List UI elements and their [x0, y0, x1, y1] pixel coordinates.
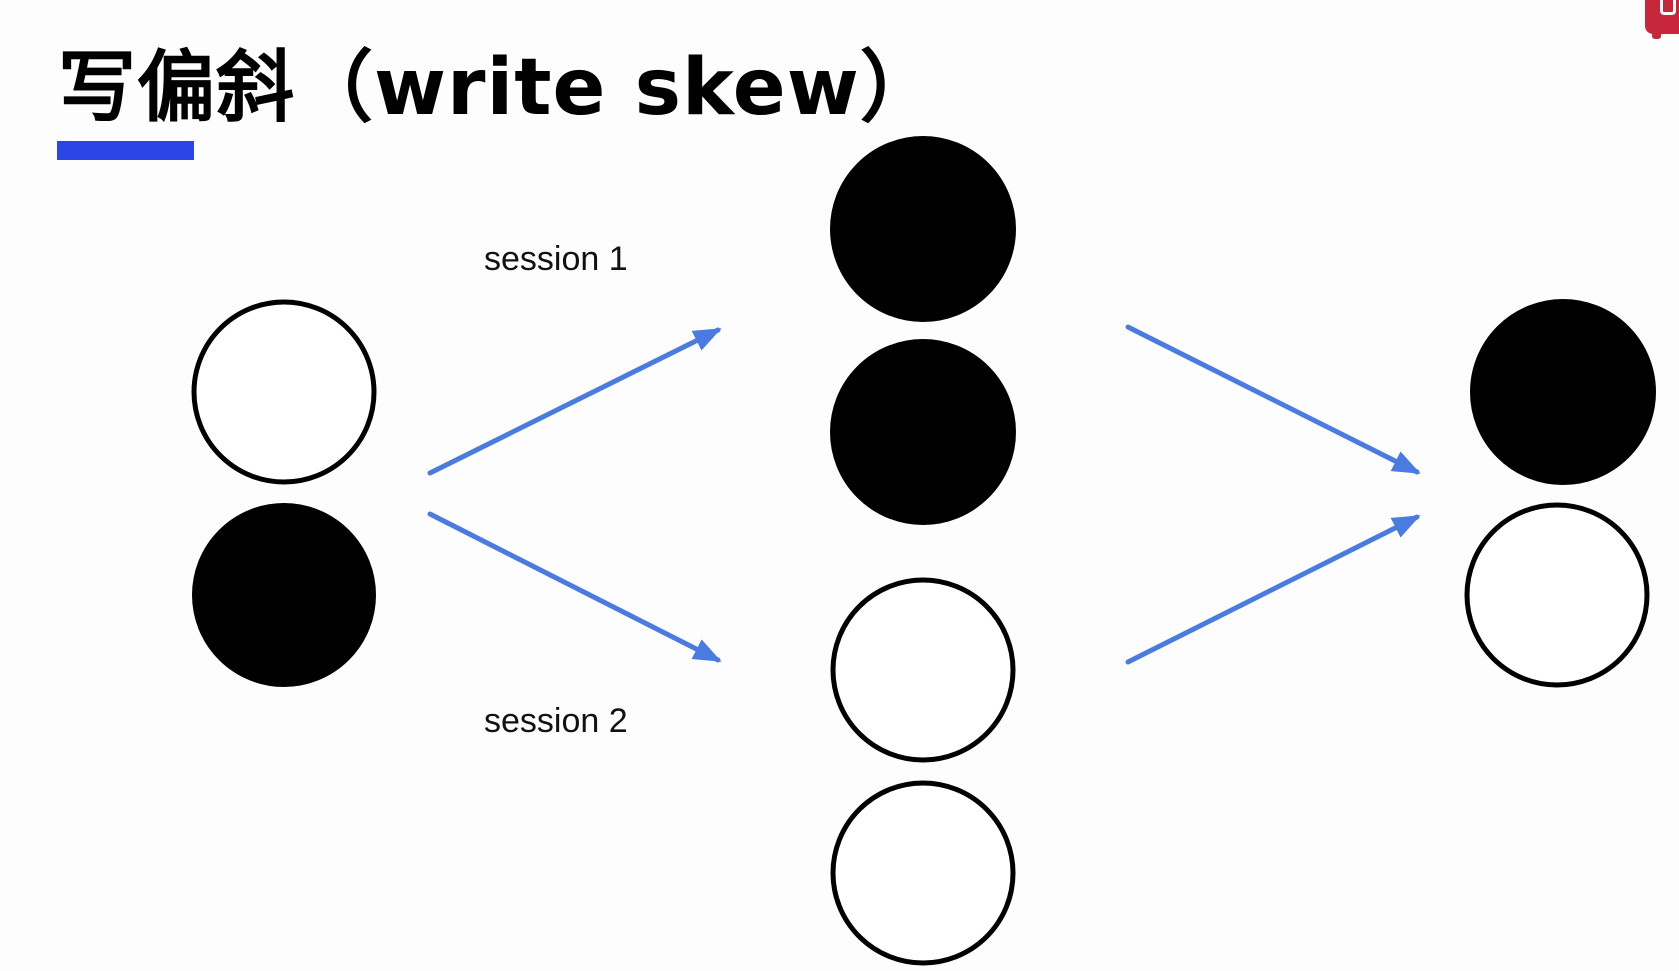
initial-record-2: [192, 503, 376, 687]
session2-record-2: [830, 780, 1016, 966]
slide-title: 写偏斜（write skew）: [58, 43, 939, 133]
session-2-label: session 2: [484, 702, 628, 740]
arrow-to-session1: [427, 327, 722, 476]
session1-record-1: [830, 136, 1016, 322]
final-record-2: [1464, 502, 1650, 688]
initial-record-1: [191, 299, 377, 485]
title-underline: [57, 141, 194, 160]
session1-record-2: [830, 339, 1016, 525]
arrow-session1-to-final: [1125, 324, 1421, 475]
arrow-session2-to-final: [1125, 514, 1421, 665]
session2-record-1: [830, 577, 1016, 763]
final-record-1: [1470, 299, 1656, 485]
session-1-label: session 1: [484, 240, 628, 278]
logo-glyph-icon: [1660, 0, 1676, 15]
arrow-to-session2: [427, 511, 722, 663]
bookmark-icon: [1652, 30, 1661, 39]
